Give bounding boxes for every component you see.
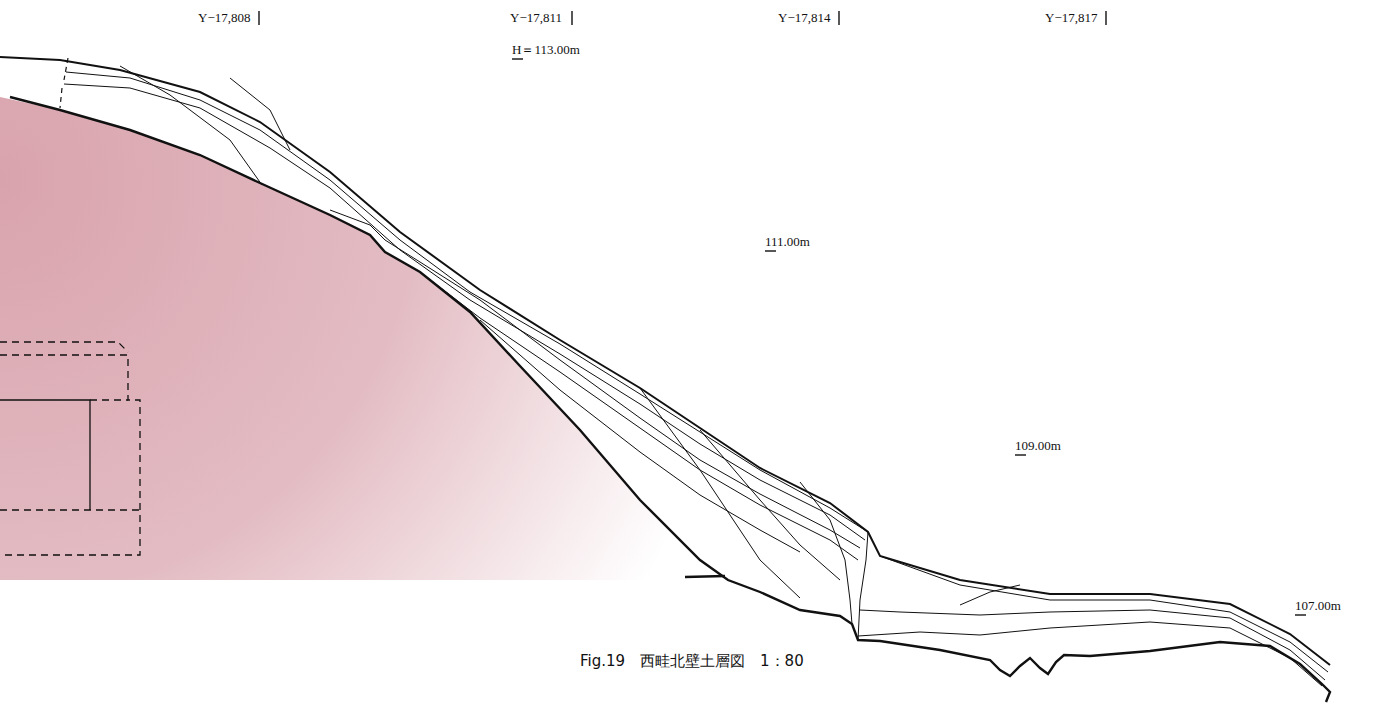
grid-coordinate: Y−17,814 [778, 10, 830, 26]
grid-ticks [259, 11, 1306, 615]
figure-caption: Fig.19 西畦北壁土層図 1：80 [580, 652, 804, 670]
grid-coordinate: Y−17,817 [1045, 10, 1097, 26]
base-segment [685, 576, 725, 577]
grid-coordinate: Y−17,811 [510, 10, 562, 26]
natural-layer [0, 97, 725, 580]
excavation-base [10, 97, 1330, 702]
trench-edge [60, 58, 68, 108]
elevation-label: H＝113.00m [512, 42, 580, 58]
layer-lines [64, 66, 1328, 686]
grid-coordinate: Y−17,808 [198, 10, 250, 26]
elevation-label: 107.00m [1295, 598, 1341, 614]
ground-surface [0, 57, 1330, 665]
elevation-label: 111.00m [765, 234, 810, 250]
elevation-label: 109.00m [1015, 438, 1061, 454]
structure-outline [0, 342, 140, 555]
